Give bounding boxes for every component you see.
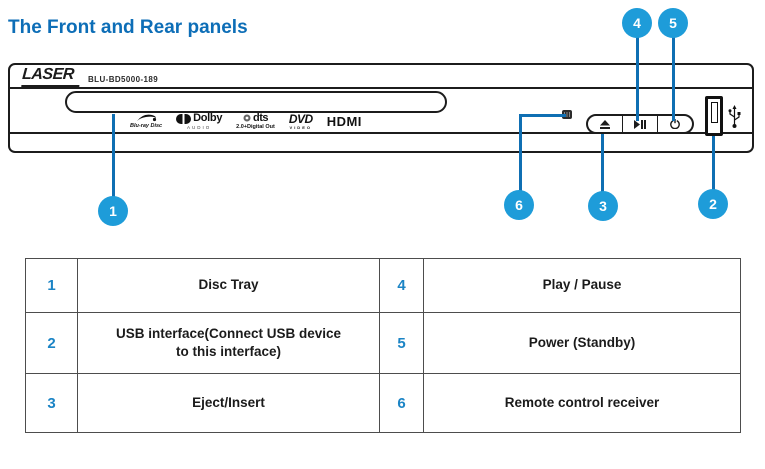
callout-1: 1	[98, 196, 128, 226]
callout-line-6-vertical	[519, 114, 522, 191]
power-button[interactable]	[657, 116, 692, 132]
table-row: 2 USB interface(Connect USB device to th…	[25, 312, 741, 374]
dts-label: dts	[253, 111, 269, 124]
callout-line-5	[671, 37, 675, 121]
page-title: The Front and Rear panels	[8, 17, 248, 38]
remote-control-receiver	[562, 110, 572, 119]
laser-logo: LASER	[21, 66, 81, 87]
callout-6: 6	[504, 190, 534, 220]
callout-3: 3	[588, 191, 618, 221]
hdmi-label: HDMI	[326, 114, 362, 129]
play-pause-button[interactable]	[622, 116, 657, 132]
usb-icon	[728, 105, 741, 128]
callout-line-6-horizontal	[519, 114, 566, 117]
callout-line-2	[711, 136, 715, 190]
legend-number: 4	[379, 258, 424, 313]
panel-bottom-divider	[10, 132, 754, 134]
format-logo-strip: Blu-ray Disc Dolby AUDIO dts 2.0+Digital…	[130, 110, 362, 133]
eject-button[interactable]	[588, 116, 622, 132]
dvd-video-label: VIDEO	[289, 124, 312, 130]
dts-swirl-icon	[243, 114, 251, 122]
callout-line-4	[635, 37, 639, 121]
legend-number: 2	[25, 312, 78, 374]
legend-description: USB interface(Connect USB device to this…	[77, 312, 380, 374]
blu-ray-disc-logo: Blu-ray Disc	[130, 113, 162, 130]
dts-sub-label: 2.0+Digital Out	[236, 123, 275, 130]
legend-number: 6	[379, 373, 424, 433]
callout-4: 4	[622, 8, 652, 38]
callout-2: 2	[698, 189, 728, 219]
callout-line-3	[600, 134, 604, 192]
legend-description: Power (Standby)	[423, 312, 741, 374]
disc-tray	[65, 91, 447, 113]
dolby-audio-label: AUDIO	[187, 124, 212, 130]
dvd-video-logo: DVD VIDEO	[289, 113, 313, 130]
dts-logo: dts 2.0+Digital Out	[236, 111, 275, 131]
play-pause-icon	[634, 119, 646, 129]
dolby-audio-logo: Dolby AUDIO	[176, 113, 222, 130]
eject-icon	[600, 119, 610, 129]
dvd-label: DVD	[288, 112, 313, 127]
dolby-label: Dolby	[193, 112, 223, 124]
panel-legend-table: 1 Disc Tray 4 Play / Pause 2 USB interfa…	[25, 258, 741, 433]
power-icon	[670, 119, 680, 129]
blu-ray-swoosh-icon	[136, 114, 156, 122]
legend-description: Play / Pause	[423, 258, 741, 313]
blu-ray-label: Blu-ray Disc	[130, 123, 163, 130]
hdmi-logo: HDMI	[327, 115, 362, 128]
legend-number: 3	[25, 373, 78, 433]
front-button-cluster	[586, 114, 694, 134]
callout-line-1	[111, 114, 115, 197]
usb-port[interactable]	[705, 96, 723, 136]
legend-description: Eject/Insert	[77, 373, 380, 433]
table-row: 1 Disc Tray 4 Play / Pause	[25, 258, 741, 313]
legend-number: 5	[379, 312, 424, 374]
usb-port-inner	[710, 102, 718, 123]
legend-number: 1	[25, 258, 78, 313]
table-row: 3 Eject/Insert 6 Remote control receiver	[25, 373, 741, 433]
model-number: BLU-BD5000-189	[88, 75, 159, 84]
dolby-double-d-icon	[176, 113, 192, 124]
legend-description: Disc Tray	[77, 258, 380, 313]
callout-5: 5	[658, 8, 688, 38]
panel-top-divider	[10, 87, 754, 89]
legend-description: Remote control receiver	[423, 373, 741, 433]
